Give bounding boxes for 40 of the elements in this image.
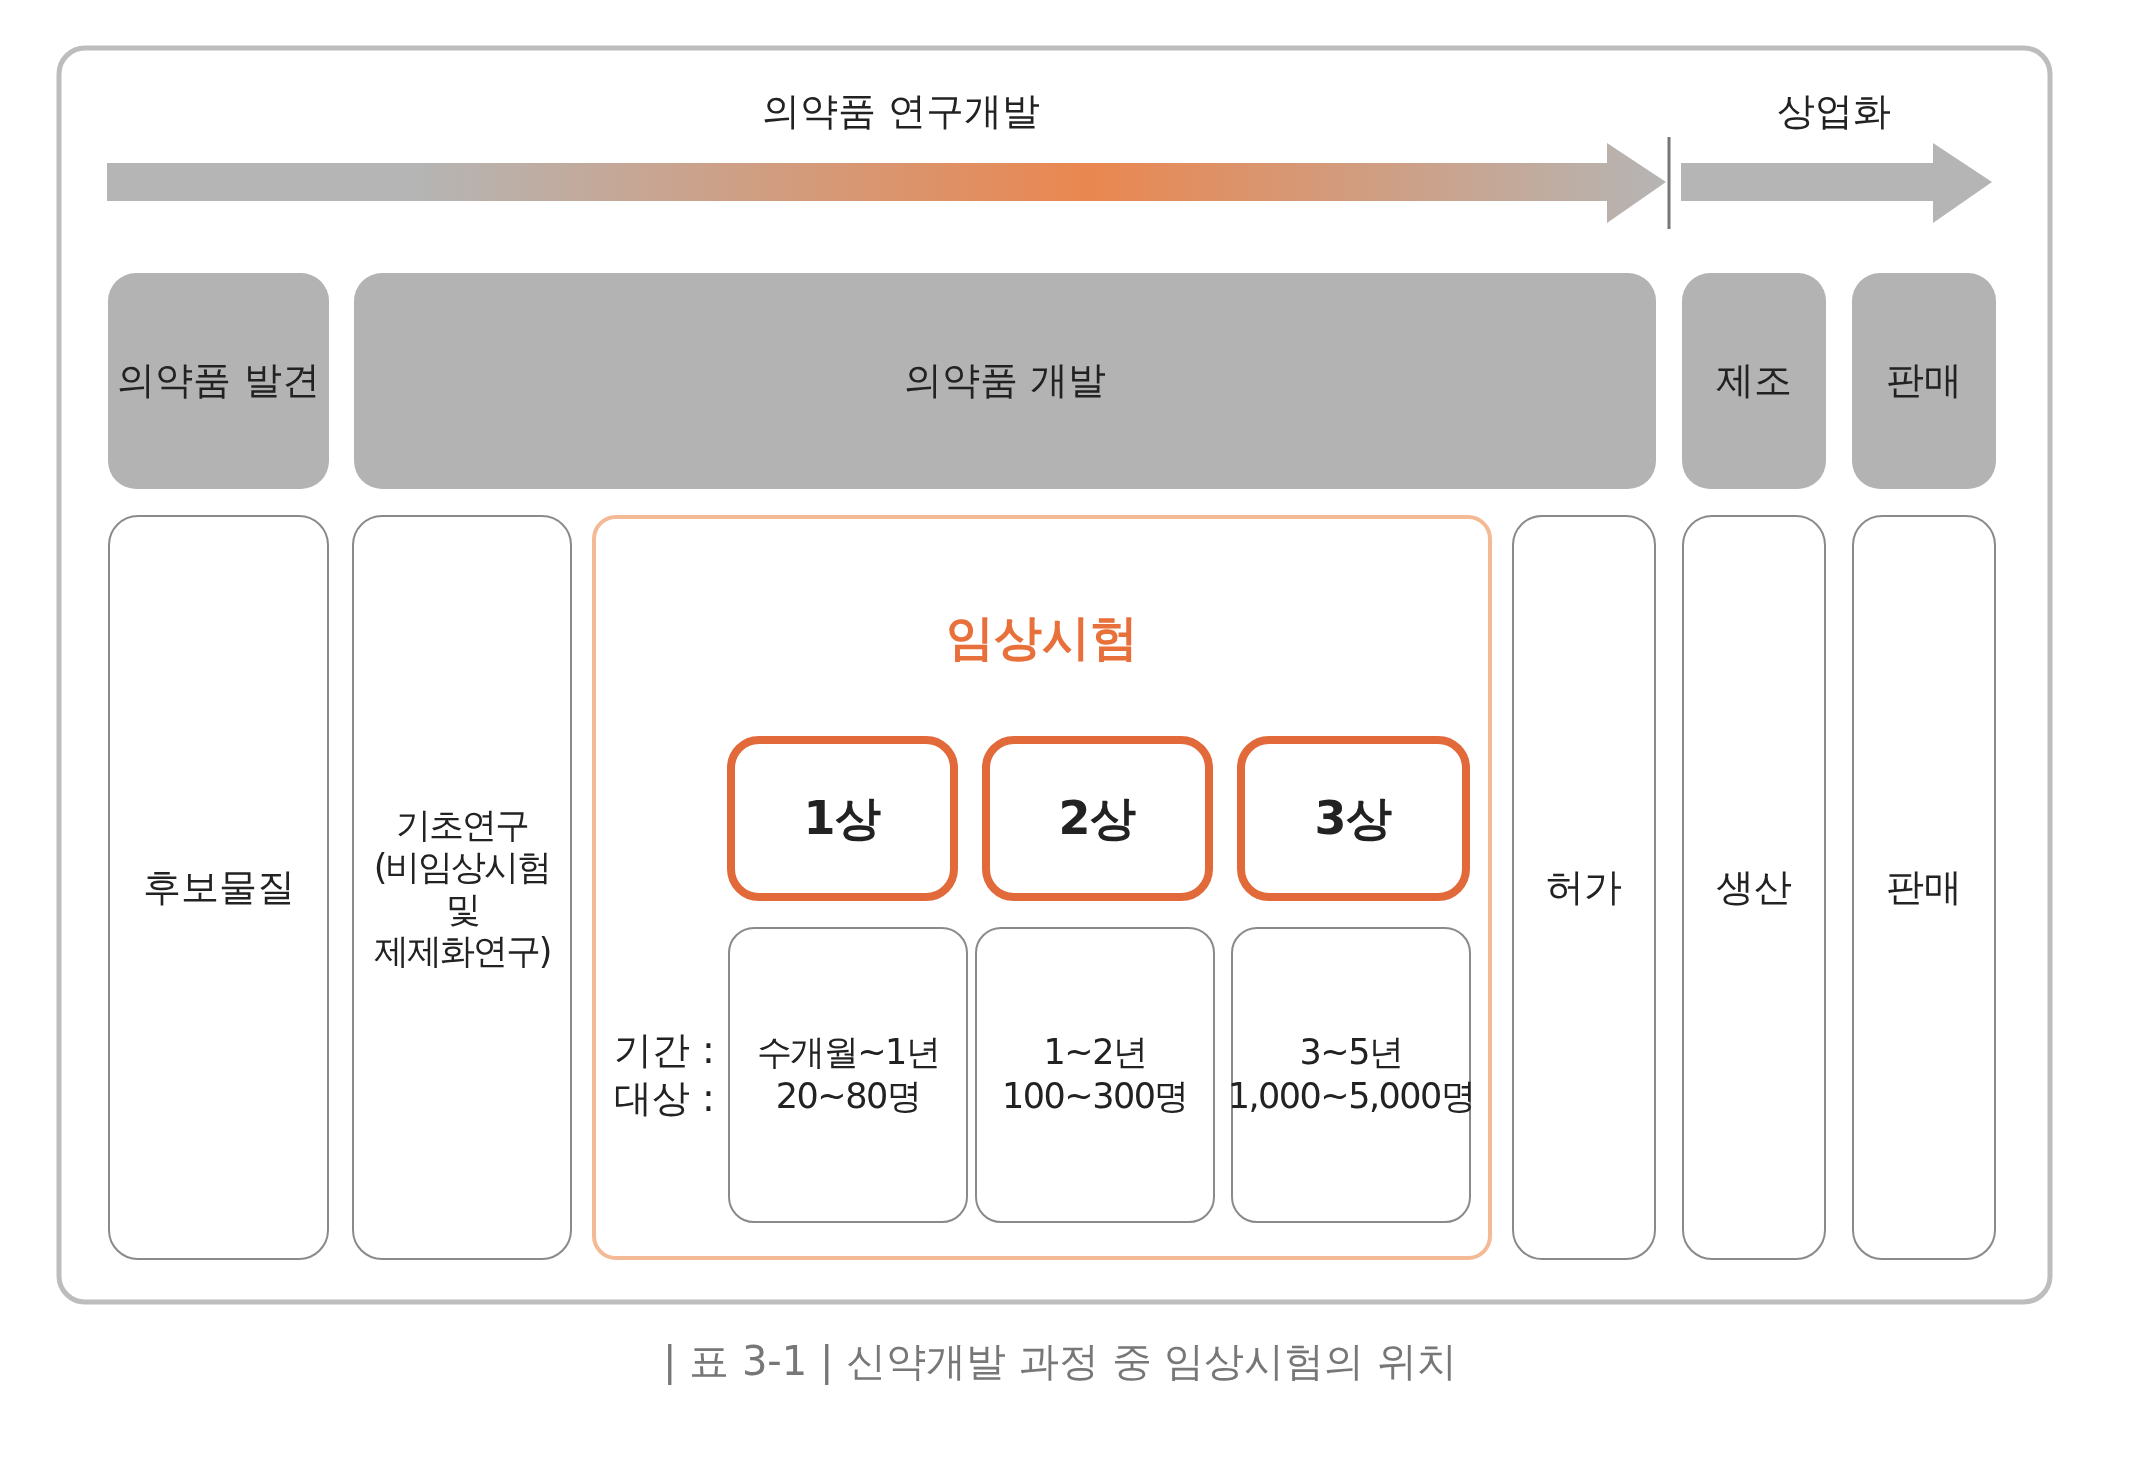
stage-label: 판매 xyxy=(1886,357,1962,405)
stage-box xyxy=(108,515,329,1260)
subject-count: 20~80명 xyxy=(775,1075,921,1118)
stage-box xyxy=(352,515,572,1260)
arrow-label: 의약품 연구개발 xyxy=(761,88,1041,135)
row-label: 기간 : xyxy=(614,1027,715,1074)
stage-box xyxy=(1852,273,1996,489)
stage-box xyxy=(354,273,1656,489)
stage-box xyxy=(1852,515,1996,1260)
stage-label: 후보물질 xyxy=(142,863,295,911)
stage-label: 의약품 발견 xyxy=(117,357,320,405)
detail-box xyxy=(728,927,968,1223)
clinical-trial-box xyxy=(592,515,1492,1260)
arrow-label: 상업화 xyxy=(1777,88,1891,135)
duration-text: 3~5년 xyxy=(1299,1031,1403,1075)
stage-label: 기초연구 (비임상시험 및 제제화연구) xyxy=(372,803,552,972)
phase-label: 1상 xyxy=(803,789,882,847)
stage-label: 제조 xyxy=(1716,357,1792,405)
stage-label: 의약품 개발 xyxy=(903,357,1107,405)
stage-box xyxy=(1682,515,1826,1260)
phase-box xyxy=(1237,736,1470,901)
stage-box xyxy=(1682,273,1826,489)
stage-box xyxy=(108,273,329,489)
duration-text: 수개월~1년 xyxy=(756,1031,940,1075)
detail-box xyxy=(975,927,1215,1223)
caption: | 표 3-1 | 신약개발 과정 중 임상시험의 위치 xyxy=(663,1337,1457,1387)
stage-box xyxy=(1512,515,1656,1260)
stage-label: 생산 xyxy=(1716,863,1792,911)
phase-box xyxy=(982,736,1213,901)
duration-text: 1~2년 xyxy=(1043,1031,1147,1075)
phase-label: 2상 xyxy=(1058,789,1137,847)
row-label: 대상 : xyxy=(614,1075,715,1122)
detail-box xyxy=(1231,927,1471,1223)
stage-label: 판매 xyxy=(1886,863,1962,911)
subject-count: 100~300명 xyxy=(1002,1075,1188,1118)
stage-label: 허가 xyxy=(1546,863,1622,911)
subject-count: 1,000~5,000명 xyxy=(1227,1075,1475,1118)
phase-label: 3상 xyxy=(1314,789,1393,847)
section-title: 임상시험 xyxy=(946,608,1138,667)
phase-box xyxy=(727,736,958,901)
